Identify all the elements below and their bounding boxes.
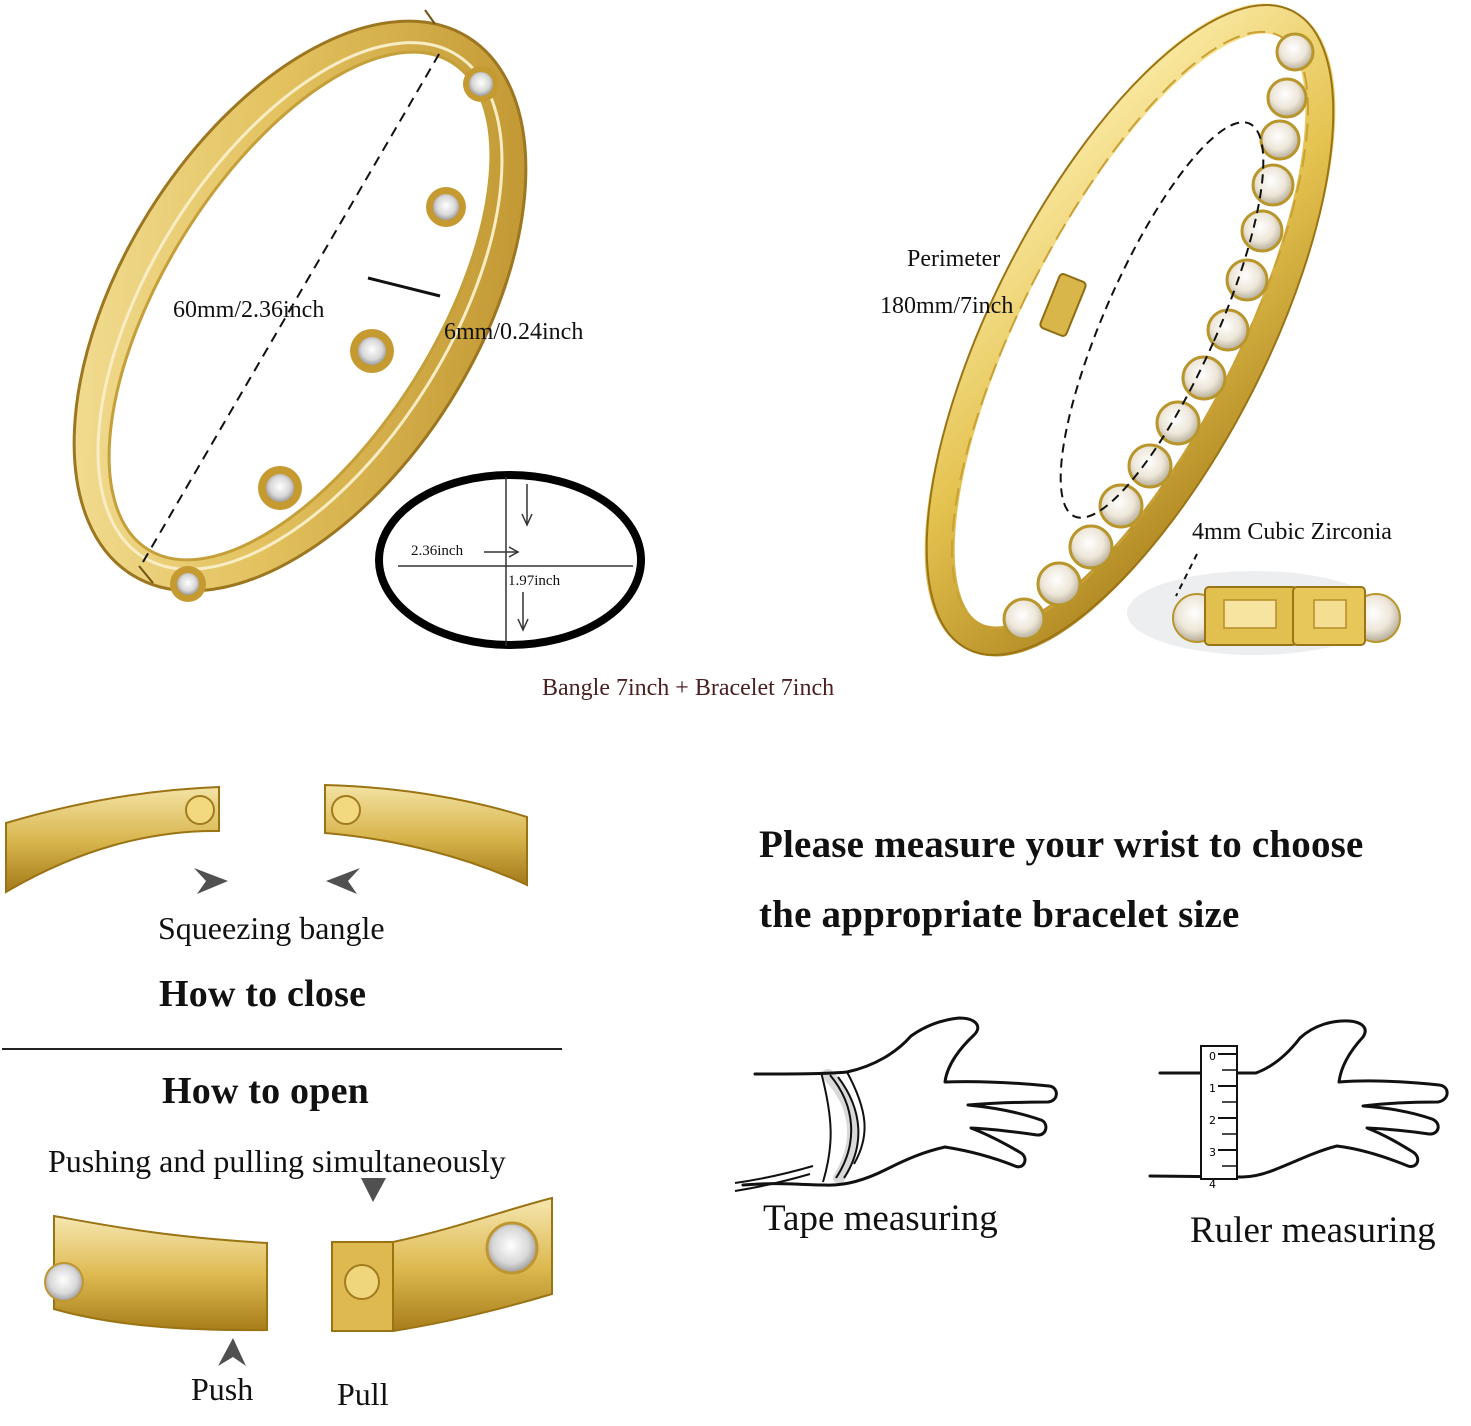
ruler-tick-4: 4 [1209, 1178, 1216, 1191]
oval-width-label: 2.36inch [411, 543, 464, 559]
ruler-tick-3: 3 [1209, 1146, 1216, 1159]
tape-measure-illustration [734, 1016, 1058, 1192]
ruler-tick-0: 0 [1209, 1050, 1216, 1063]
bangle-figure: 60mm/2.36inch 6mm/0.24inch 2.36inch 1.97… [0, 0, 700, 660]
cz-stones [1002, 32, 1315, 641]
tape-measuring-label: Tape measuring [763, 1198, 998, 1239]
perimeter-dashed-loop [1059, 121, 1265, 519]
diameter-label: 60mm/2.36inch [173, 297, 325, 323]
measure-section: Please measure your wrist to choose the … [700, 800, 1471, 1404]
oval-size-diagram [375, 471, 645, 649]
stone-label: 4mm Cubic Zirconia [1192, 519, 1392, 545]
oval-height-label: 1.97inch [508, 573, 561, 589]
perimeter-label-line2: 180mm/7inch [880, 293, 1014, 319]
ruler-measuring-label: Ruler measuring [1190, 1210, 1436, 1251]
squeezing-label: Squeezing bangle [158, 910, 385, 946]
measure-headline-line2: the appropriate bracelet size [759, 893, 1240, 936]
ruler-tick-1: 1 [1209, 1082, 1216, 1095]
how-to-open-title: How to open [162, 1070, 369, 1112]
tennis-bracelet-figure: Perimeter 180mm/7inch 4mm Cubic Zirconia [840, 0, 1471, 670]
ruler-measure-illustration: 0 1 2 3 4 [1148, 1019, 1449, 1191]
measure-headline-line1: Please measure your wrist to choose [759, 823, 1364, 866]
opening-bangle-illustration [44, 1178, 553, 1366]
open-instructions: How to open Pushing and pulling simultan… [0, 1060, 570, 1410]
ruler-tick-2: 2 [1209, 1114, 1216, 1127]
bangle-gems [170, 66, 499, 602]
width-label: 6mm/0.24inch [444, 319, 584, 345]
bangle-closing-line [138, 565, 154, 584]
how-to-close-title: How to close [159, 973, 367, 1015]
push-label: Push [191, 1371, 254, 1407]
open-instruction-text: Pushing and pulling simultaneously [48, 1143, 506, 1179]
perimeter-label-line1: Perimeter [907, 246, 1001, 272]
pull-label: Pull [337, 1376, 389, 1412]
tennis-bracelet-illustration [924, 3, 1401, 657]
bangle-inner-void [107, 50, 493, 562]
bangle-inner-edge [96, 41, 504, 571]
width-marker-line [367, 276, 441, 298]
bracelet-clasp [1039, 273, 1087, 337]
bangle-opening-line [424, 9, 436, 25]
clasp-closeup [1127, 571, 1401, 655]
bangle-illustration [72, 9, 645, 649]
diameter-dashed-line [142, 48, 443, 563]
close-instructions: Squeezing bangle How to close [0, 760, 570, 1030]
stone-pointer-line [1175, 553, 1198, 597]
combo-caption: Bangle 7inch + Bracelet 7inch [542, 675, 835, 701]
closing-bangle-illustration [5, 783, 528, 894]
section-divider [2, 1048, 562, 1050]
